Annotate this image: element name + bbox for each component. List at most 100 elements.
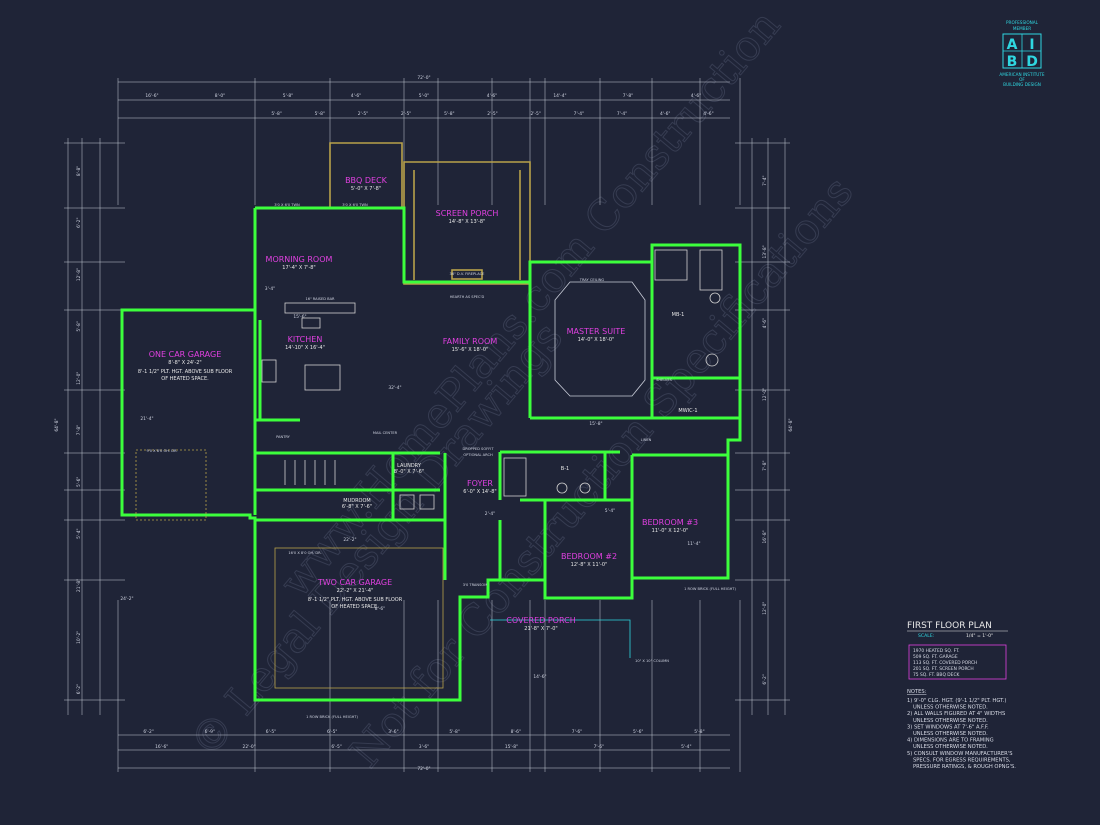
room-label-screen-porch: SCREEN PORCH bbox=[436, 209, 499, 218]
b1-sink bbox=[556, 482, 568, 494]
label-overhead-door: 9'0 X 8'0 OH. DR. bbox=[146, 449, 177, 453]
room-label-mb1: MB-1 bbox=[672, 312, 685, 318]
room-size-two-car-garage: 22'-2" X 21'-4" bbox=[337, 588, 374, 594]
label-dropped-soffit: DROPPED SOFFIT bbox=[462, 447, 494, 451]
room-size-bbq-deck: 5'-0" X 7'-8" bbox=[351, 186, 381, 192]
note-item: 5) CONSULT WINDOW MANUFACTURER'S bbox=[907, 751, 1013, 757]
note-item: 3) SET WINDOWS AT 7'-6" A.F.F. bbox=[907, 724, 989, 730]
dim-value: 5'-8" bbox=[444, 111, 454, 117]
dim-value: 5'-0" bbox=[419, 93, 429, 99]
room-size-morning-room: 17'-4" X 7'-8" bbox=[282, 265, 315, 271]
room-size-foyer: 6'-0" X 14'-8" bbox=[463, 489, 496, 495]
plan-title: FIRST FLOOR PLAN bbox=[907, 621, 992, 631]
kitchen-sink bbox=[301, 317, 321, 329]
dim-value: 5'-8" bbox=[315, 111, 325, 117]
area-item: 113 SQ. FT. COVERED PORCH bbox=[913, 660, 977, 666]
dim-value: 4'-6" bbox=[351, 93, 361, 99]
room-size-one-car-garage: 8'-8" X 24'-2" bbox=[168, 360, 201, 366]
room-size-bedroom2: 12'-8" X 11'-0" bbox=[571, 562, 608, 568]
room-note-two-car-garage: 8'-1 1/2" PLT. HGT. ABOVE SUB FLOOR bbox=[308, 597, 403, 603]
room-label-one-car-garage: ONE CAR GARAGE bbox=[149, 350, 222, 359]
dim-value: 2'-5" bbox=[530, 111, 540, 117]
label-mail-center: MAIL CENTER bbox=[373, 431, 398, 435]
room-note-two-car-garage: OF HEATED SPACE. bbox=[331, 604, 379, 610]
room-size-laundry: 8'-0" X 7'-6" bbox=[394, 469, 424, 475]
room-size-family-room: 15'-6" X 18'-0" bbox=[452, 347, 489, 353]
dim-value: 8'-8" bbox=[76, 166, 82, 176]
notes-heading: NOTES: bbox=[907, 689, 927, 695]
area-list: 1970 HEATED SQ. FT.509 SQ. FT. GARAGE113… bbox=[913, 648, 977, 678]
interior-dim: 24'-2" bbox=[120, 596, 133, 602]
dim-value: 4'-6" bbox=[660, 111, 670, 117]
dim-value: 7'-4" bbox=[762, 175, 768, 185]
tray-ceiling-outline bbox=[554, 281, 646, 397]
room-note-one-car-garage: OF HEATED SPACE. bbox=[161, 376, 209, 382]
dim-value: 5'-4" bbox=[76, 528, 82, 538]
label-linen: LINEN bbox=[641, 438, 652, 442]
room-label-foyer: FOYER bbox=[467, 479, 493, 488]
interior-dim: 15'-6" bbox=[293, 314, 306, 320]
label-window: 3'0 X 6'0 TWN bbox=[342, 203, 368, 207]
overall-dimensions: 72'-0" 72'-0" 64'-8" 64'-8" bbox=[54, 75, 794, 772]
room-label-morning-room: MORNING ROOM bbox=[266, 255, 333, 264]
annotation-labels: 36" D.V. FIREPLACE HEARTH AS SPEC'D 16" … bbox=[146, 203, 736, 719]
note-item: PRESSURE RATINGS, & ROUGH OPNG'S. bbox=[913, 764, 1016, 770]
dim-value: 4'-6" bbox=[762, 318, 768, 328]
dim-right-overall: 64'-8" bbox=[788, 418, 794, 431]
dim-value: 5'-8" bbox=[283, 93, 293, 99]
label-overhead-door-2: 16'0 X 8'0 OH. DR. bbox=[288, 551, 321, 555]
b1-sink bbox=[579, 482, 591, 494]
tub bbox=[699, 249, 723, 291]
dim-value: 6'-2" bbox=[143, 729, 153, 735]
label-transom: 3'0 TRANSOM bbox=[463, 583, 488, 587]
dim-value: 12'-8" bbox=[76, 268, 82, 281]
scale-label: SCALE: bbox=[918, 633, 935, 639]
interior-dim: 3'-4" bbox=[265, 286, 275, 292]
dim-value: 3'-6" bbox=[419, 744, 429, 750]
dim-value: 4'-6" bbox=[703, 111, 713, 117]
title-block: FIRST FLOOR PLAN SCALE: 1/4" = 1'-0" 197… bbox=[907, 621, 1008, 680]
dimension-grid bbox=[64, 78, 790, 772]
dim-value: 7'-6" bbox=[572, 729, 582, 735]
label-shelves: SHELVES bbox=[656, 378, 673, 382]
dim-value: 8'-0" bbox=[215, 93, 225, 99]
note-item: 4) DIMENSIONS ARE TO FRAMING bbox=[907, 738, 994, 744]
interior-dim: 22'-2" bbox=[343, 537, 356, 543]
dim-value: 5'-8" bbox=[449, 729, 459, 735]
room-size-mudroom: 6'-8" X 7'-6" bbox=[342, 504, 372, 510]
dim-value: 15'-8" bbox=[505, 744, 518, 750]
washer bbox=[419, 494, 435, 510]
dim-value: 6'-2" bbox=[76, 684, 82, 694]
dim-value: 16'-6" bbox=[155, 744, 168, 750]
notes-block: NOTES: 1) 9'-0" CLG. HGT. (9'-1 1/2" PLT… bbox=[907, 689, 1016, 770]
fixtures bbox=[135, 249, 723, 658]
area-item: 509 SQ. FT. GARAGE bbox=[913, 654, 958, 660]
dim-top-overall: 72'-0" bbox=[417, 75, 430, 81]
note-item: 1) 9'-0" CLG. HGT. (9'-1 1/2" PLT. HGT.) bbox=[907, 698, 1006, 704]
room-label-kitchen: KITCHEN bbox=[288, 335, 323, 344]
dim-value: 7'-8" bbox=[76, 425, 82, 435]
dim-value: 6'-2" bbox=[76, 218, 82, 228]
notes-list: 1) 9'-0" CLG. HGT. (9'-1 1/2" PLT. HGT.)… bbox=[907, 698, 1016, 770]
dim-value: 5'-8" bbox=[76, 321, 82, 331]
dryer bbox=[399, 494, 415, 510]
note-item: UNLESS OTHERWISE NOTED. bbox=[913, 718, 988, 724]
dim-value: 5'-8" bbox=[694, 729, 704, 735]
label-column: 10" X 10" COLUMN bbox=[635, 659, 669, 663]
interior-dim: 11'-4" bbox=[687, 541, 700, 547]
label-fireplace: 36" D.V. FIREPLACE bbox=[450, 272, 486, 276]
dim-value: 5'-8" bbox=[271, 111, 281, 117]
dim-value: 16'-8" bbox=[762, 530, 768, 543]
dim-value: 7'-8" bbox=[762, 460, 768, 470]
porch-edge bbox=[490, 619, 631, 658]
note-item: UNLESS OTHERWISE NOTED. bbox=[913, 744, 988, 750]
label-pantry: PANTRY bbox=[276, 435, 291, 439]
stair bbox=[284, 460, 336, 485]
label-hearth: HEARTH AS SPEC'D bbox=[450, 295, 485, 299]
dim-bottom-overall: 72'-0" bbox=[417, 766, 430, 772]
room-note-one-car-garage: 8'-1 1/2" PLT. HGT. ABOVE SUB FLOOR bbox=[138, 369, 233, 375]
note-item: 2) ALL WALLS FIGURED AT 4" WIDTHS bbox=[907, 711, 1005, 717]
dim-value: 4'-6" bbox=[487, 93, 497, 99]
